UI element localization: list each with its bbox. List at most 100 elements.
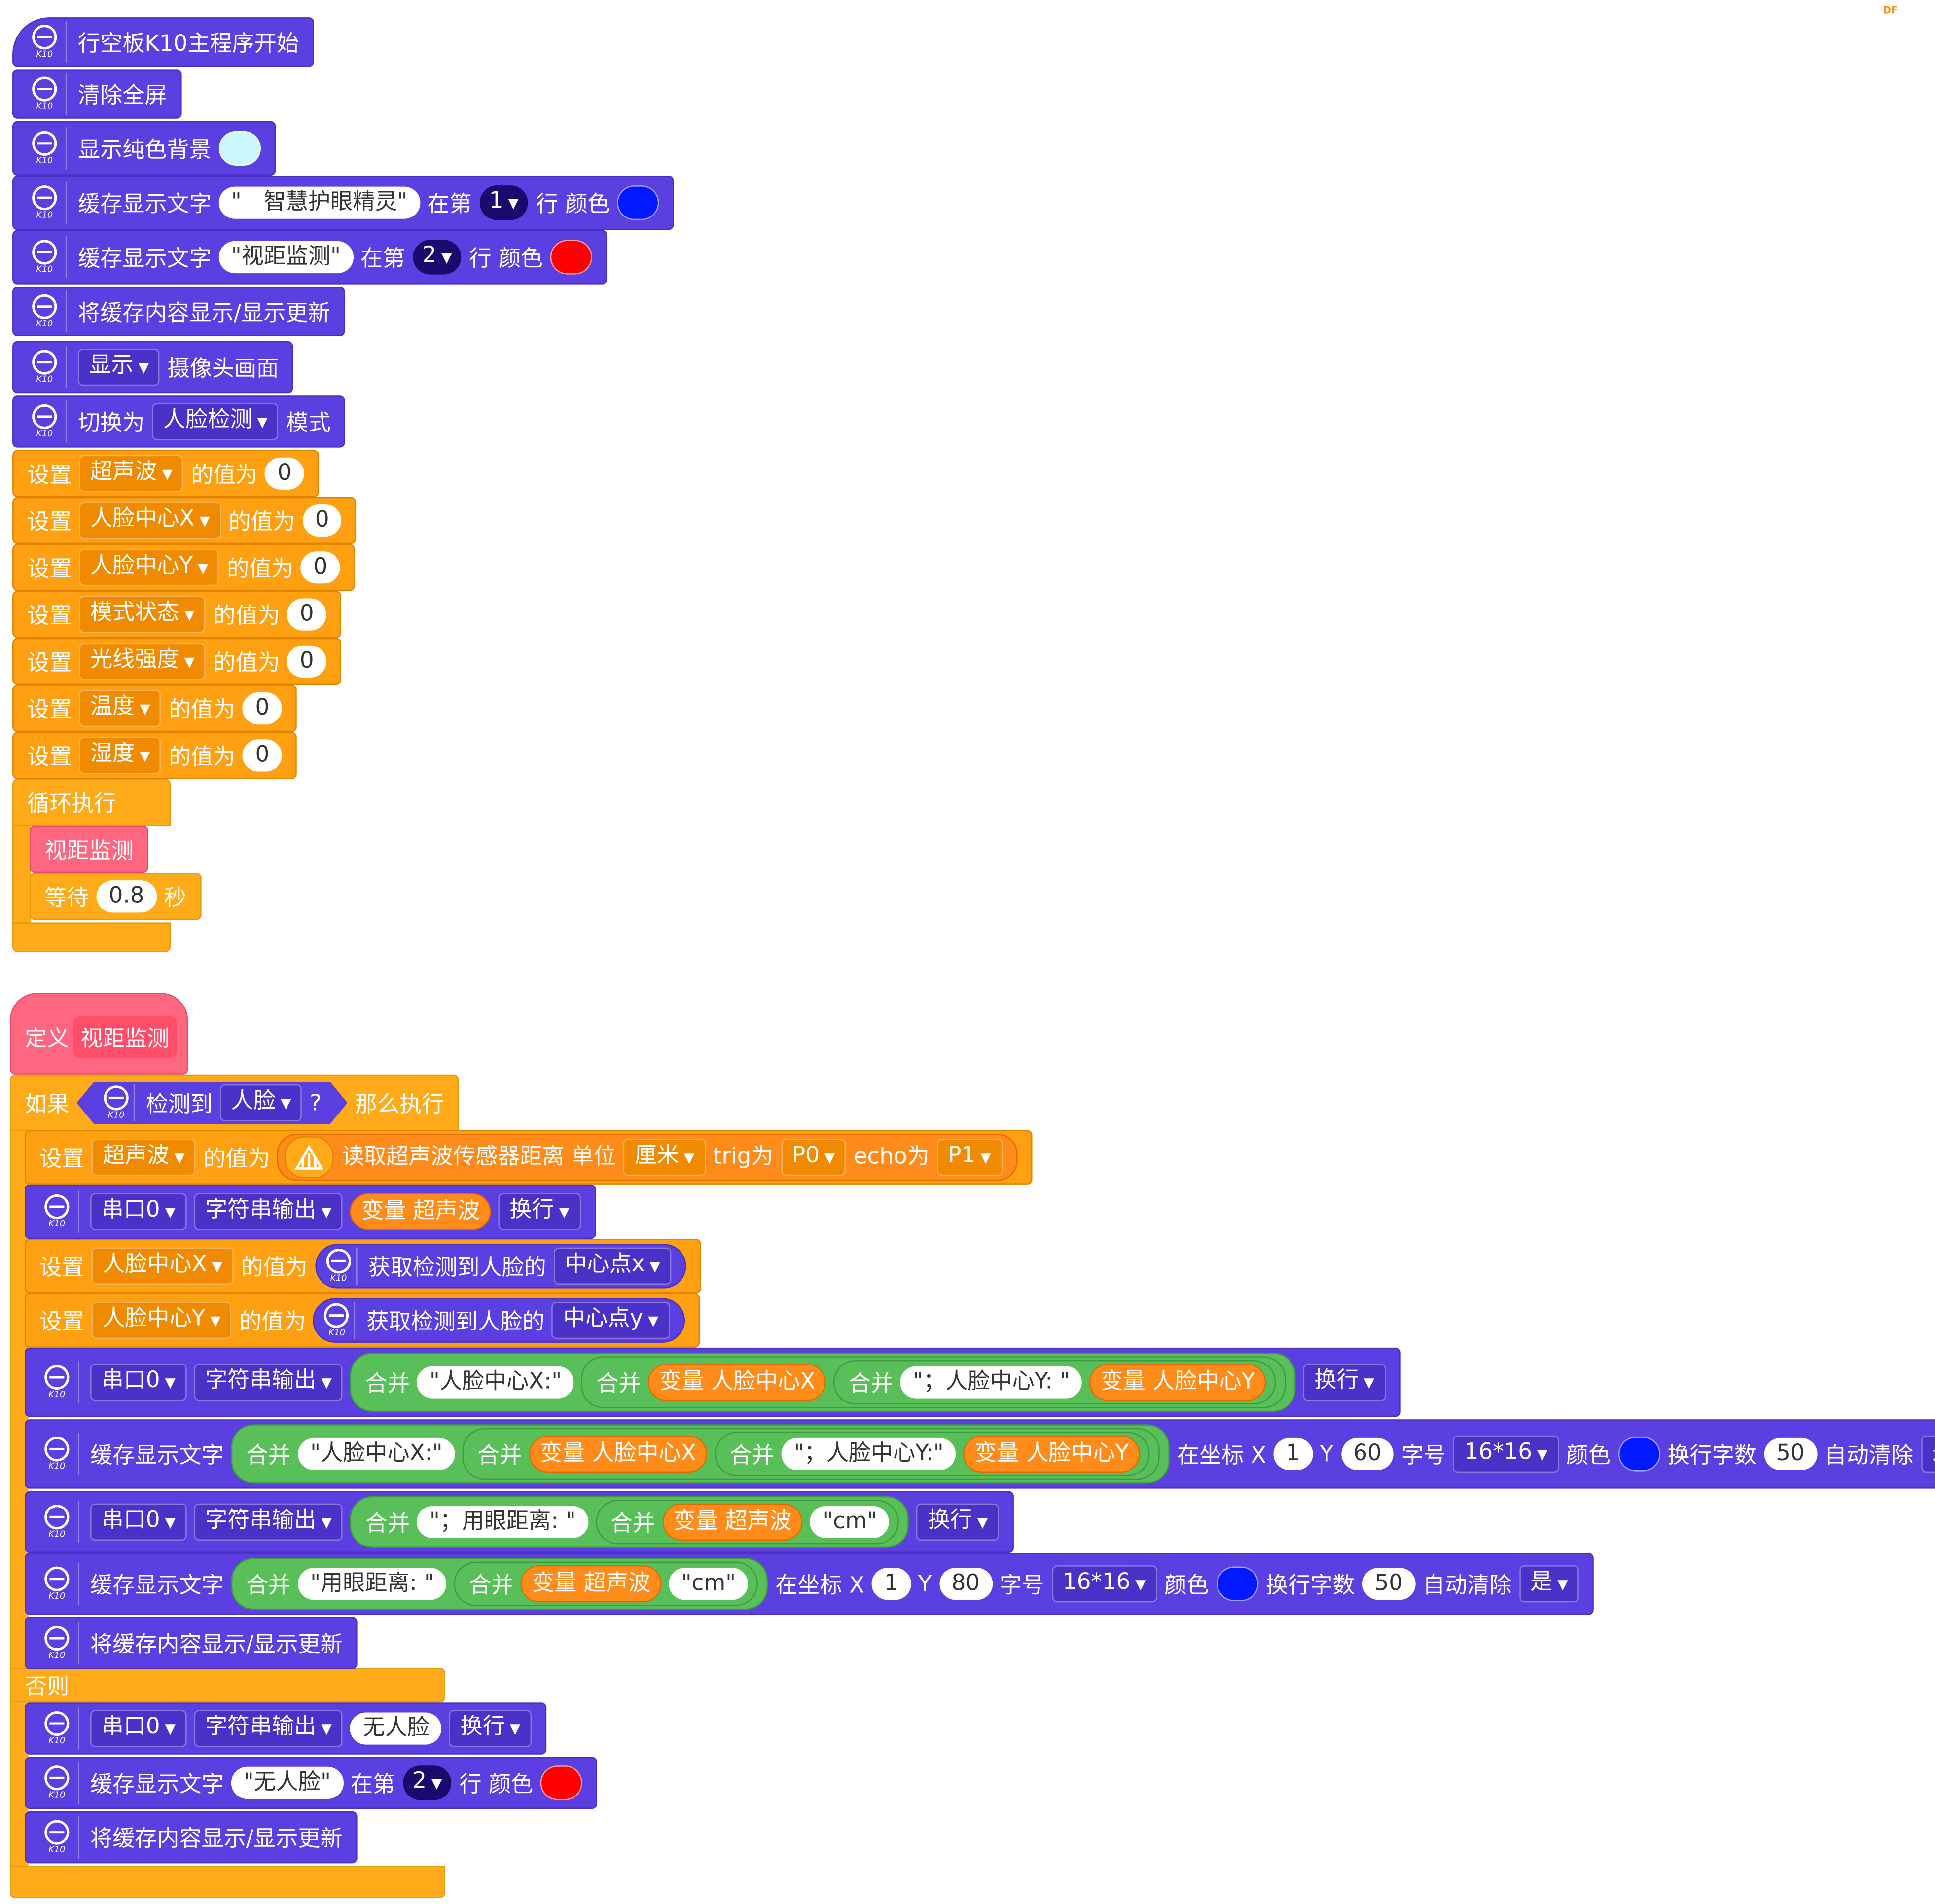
face-property-dropdown[interactable]: 中心点x▼ (553, 1247, 672, 1285)
echo-pin-dropdown[interactable]: P1▼ (936, 1139, 1003, 1176)
text-input[interactable]: "；人脸中心Y:" (781, 1437, 956, 1471)
cache-text-at-coordinate-block-2[interactable]: K10 缓存显示文字 合并 "用眼距离: " 合并 变量 超声波 "cm" 在坐… (25, 1553, 1594, 1615)
show-dropdown[interactable]: 显示▼ (77, 349, 160, 386)
text-color-swatch[interactable] (617, 185, 659, 220)
auto-clear-dropdown[interactable]: 是▼ (1921, 1435, 1935, 1473)
get-face-center-y-reporter[interactable]: K10 获取检测到人脸的 中心点y▼ (313, 1298, 684, 1343)
variable-sonar-reporter[interactable]: 变量 超声波 (662, 1503, 803, 1541)
variable-face-center-y-reporter[interactable]: 变量 人脸中心Y (1089, 1364, 1266, 1401)
variable-dropdown[interactable]: 人脸中心Y▼ (91, 1302, 232, 1339)
update-display-block[interactable]: K10 将缓存内容显示/显示更新 (25, 1617, 358, 1669)
wrap-count-input[interactable]: 50 (1764, 1437, 1817, 1471)
value-input[interactable]: 0 (302, 504, 342, 537)
variable-dropdown[interactable]: 光线强度▼ (79, 643, 206, 680)
wait-block[interactable]: 等待 0.8 秒 (30, 873, 201, 920)
text-input[interactable]: "；用眼距离: " (417, 1506, 588, 1538)
join-reporter[interactable]: 合并 变量 超声波 "cm" (454, 1561, 758, 1606)
text-color-swatch[interactable] (1216, 1566, 1258, 1601)
text-input[interactable]: "；人脸中心Y: " (900, 1366, 1082, 1399)
y-input[interactable]: 60 (1341, 1437, 1394, 1471)
text-input[interactable]: "无人脸" (231, 1766, 343, 1799)
row-dropdown[interactable]: 2▼ (402, 1765, 452, 1800)
face-detected-condition[interactable]: K10 检测到 人脸▼ ? (76, 1082, 347, 1124)
join-reporter[interactable]: 合并 "用眼距离: " 合并 变量 超声波 "cm" (231, 1558, 768, 1610)
update-display-block[interactable]: K10 将缓存内容显示/显示更新 (12, 287, 345, 336)
text-input[interactable]: "视距监测" (218, 241, 353, 274)
set-face-center-y-block[interactable]: 设置 人脸中心Y▼ 的值为 K10 获取检测到人脸的 中心点y▼ (25, 1293, 700, 1348)
unit-dropdown[interactable]: 厘米▼ (623, 1139, 706, 1176)
set-variable-block[interactable]: 设置 光线强度▼ 的值为 0 (12, 638, 341, 685)
newline-dropdown[interactable]: 换行▼ (917, 1503, 999, 1541)
y-input[interactable]: 80 (939, 1568, 993, 1600)
serial-port-dropdown[interactable]: 串口0▼ (90, 1364, 187, 1401)
camera-display-block[interactable]: K10 显示▼ 摄像头画面 (12, 341, 294, 394)
x-input[interactable]: 1 (871, 1568, 911, 1600)
variable-sonar-reporter[interactable]: 变量 超声波 (350, 1193, 491, 1230)
join-reporter[interactable]: 合并 变量 超声波 "cm" (595, 1500, 899, 1545)
cache-text-at-coordinate-block-1[interactable]: K10 缓存显示文字 合并 "人脸中心X:" 合并 变量 人脸中心X 合并 "；… (25, 1419, 1935, 1489)
variable-dropdown[interactable]: 模式状态▼ (79, 596, 206, 633)
output-mode-dropdown[interactable]: 字符串输出▼ (194, 1710, 343, 1747)
set-variable-block[interactable]: 设置 湿度▼ 的值为 0 (12, 732, 297, 779)
font-size-dropdown[interactable]: 16*16▼ (1453, 1435, 1559, 1473)
clear-screen-block[interactable]: K10 清除全屏 (12, 69, 182, 119)
face-property-dropdown[interactable]: 中心点y▼ (552, 1302, 670, 1339)
detect-target-dropdown[interactable]: 人脸▼ (220, 1084, 302, 1121)
text-input[interactable]: 无人脸 (350, 1712, 442, 1745)
variable-dropdown[interactable]: 人脸中心X▼ (79, 502, 221, 539)
text-input[interactable]: "人脸中心X:" (298, 1437, 455, 1471)
text-color-swatch[interactable] (540, 1765, 583, 1800)
output-mode-dropdown[interactable]: 字符串输出▼ (194, 1364, 343, 1401)
row-dropdown[interactable]: 1▼ (479, 185, 529, 220)
font-size-dropdown[interactable]: 16*16▼ (1051, 1565, 1157, 1603)
join-reporter[interactable]: 合并 "；人脸中心Y: " 变量 人脸中心Y (833, 1360, 1276, 1405)
set-variable-block[interactable]: 设置 人脸中心X▼ 的值为 0 (12, 497, 357, 544)
k10-main-start-hat[interactable]: K10 行空板K10主程序开始 (12, 17, 314, 67)
variable-dropdown[interactable]: 超声波▼ (91, 1139, 196, 1176)
text-input[interactable]: "用眼距离: " (298, 1568, 447, 1600)
newline-dropdown[interactable]: 换行▼ (498, 1193, 581, 1230)
output-mode-dropdown[interactable]: 字符串输出▼ (194, 1503, 343, 1541)
if-else-block[interactable]: 如果 K10 检测到 人脸▼ ? 那么执行 否则 (10, 1074, 459, 1901)
set-variable-block[interactable]: 设置 超声波▼ 的值为 0 (12, 450, 319, 497)
text-input[interactable]: "cm" (810, 1506, 890, 1538)
background-color-swatch[interactable] (218, 131, 261, 166)
value-input[interactable]: 0 (287, 645, 326, 678)
auto-clear-dropdown[interactable]: 是▼ (1519, 1565, 1579, 1603)
serial-port-dropdown[interactable]: 串口0▼ (90, 1503, 187, 1541)
value-input[interactable]: 0 (287, 598, 326, 631)
value-input[interactable]: 0 (243, 692, 282, 725)
trig-pin-dropdown[interactable]: P0▼ (781, 1139, 846, 1176)
row-dropdown[interactable]: 2▼ (412, 240, 462, 275)
wait-seconds-input[interactable]: 0.8 (96, 880, 157, 913)
cache-text-block-row2[interactable]: K10 缓存显示文字 "视距监测" 在第 2▼ 行 颜色 (12, 230, 608, 285)
join-reporter[interactable]: 合并 "；人脸中心Y:" 变量 人脸中心Y (715, 1432, 1150, 1476)
cache-text-block-row1[interactable]: K10 缓存显示文字 " 智慧护眼精灵" 在第 1▼ 行 颜色 (12, 176, 674, 230)
join-reporter[interactable]: 合并 "人脸中心X:" 合并 变量 人脸中心X 合并 "；人脸中心Y:" 变量 … (231, 1424, 1170, 1484)
join-reporter[interactable]: 合并 变量 人脸中心X 合并 "；人脸中心Y:" 变量 人脸中心Y (462, 1428, 1160, 1480)
text-input[interactable]: " 智慧护眼精灵" (218, 186, 420, 219)
variable-face-center-x-reporter[interactable]: 变量 人脸中心X (648, 1364, 826, 1401)
join-reporter[interactable]: 合并 "人脸中心X:" 合并 变量 人脸中心X 合并 "；人脸中心Y: " 变量… (350, 1352, 1296, 1412)
variable-sonar-reporter[interactable]: 变量 超声波 (521, 1565, 662, 1603)
cache-text-no-face-block[interactable]: K10 缓存显示文字 "无人脸" 在第 2▼ 行 颜色 (25, 1757, 598, 1809)
value-input[interactable]: 0 (301, 551, 340, 584)
variable-dropdown[interactable]: 人脸中心X▼ (91, 1247, 234, 1285)
serial-print-sonar-block[interactable]: K10 串口0▼ 字符串输出▼ 变量 超声波 换行▼ (25, 1184, 596, 1239)
join-reporter[interactable]: 合并 "；用眼距离: " 合并 变量 超声波 "cm" (350, 1496, 910, 1548)
x-input[interactable]: 1 (1273, 1437, 1313, 1471)
switch-mode-block[interactable]: K10 切换为 人脸检测▼ 模式 (12, 395, 346, 448)
serial-print-face-center-block[interactable]: K10 串口0▼ 字符串输出▼ 合并 "人脸中心X:" 合并 变量 人脸中心X … (25, 1347, 1400, 1417)
mode-dropdown[interactable]: 人脸检测▼ (152, 403, 279, 440)
text-color-swatch[interactable] (550, 240, 593, 275)
variable-dropdown[interactable]: 人脸中心Y▼ (79, 549, 219, 586)
output-mode-dropdown[interactable]: 字符串输出▼ (194, 1193, 343, 1230)
variable-dropdown[interactable]: 湿度▼ (79, 737, 162, 774)
get-face-center-x-reporter[interactable]: K10 获取检测到人脸的 中心点x▼ (315, 1244, 686, 1289)
serial-port-dropdown[interactable]: 串口0▼ (90, 1710, 187, 1747)
text-color-swatch[interactable] (1618, 1437, 1660, 1472)
join-reporter[interactable]: 合并 变量 人脸中心X 合并 "；人脸中心Y: " 变量 人脸中心Y (581, 1356, 1286, 1408)
call-procedure-block[interactable]: 视距监测 (30, 826, 148, 873)
variable-dropdown[interactable]: 温度▼ (79, 690, 162, 727)
set-variable-block[interactable]: 设置 模式状态▼ 的值为 0 (12, 591, 341, 638)
